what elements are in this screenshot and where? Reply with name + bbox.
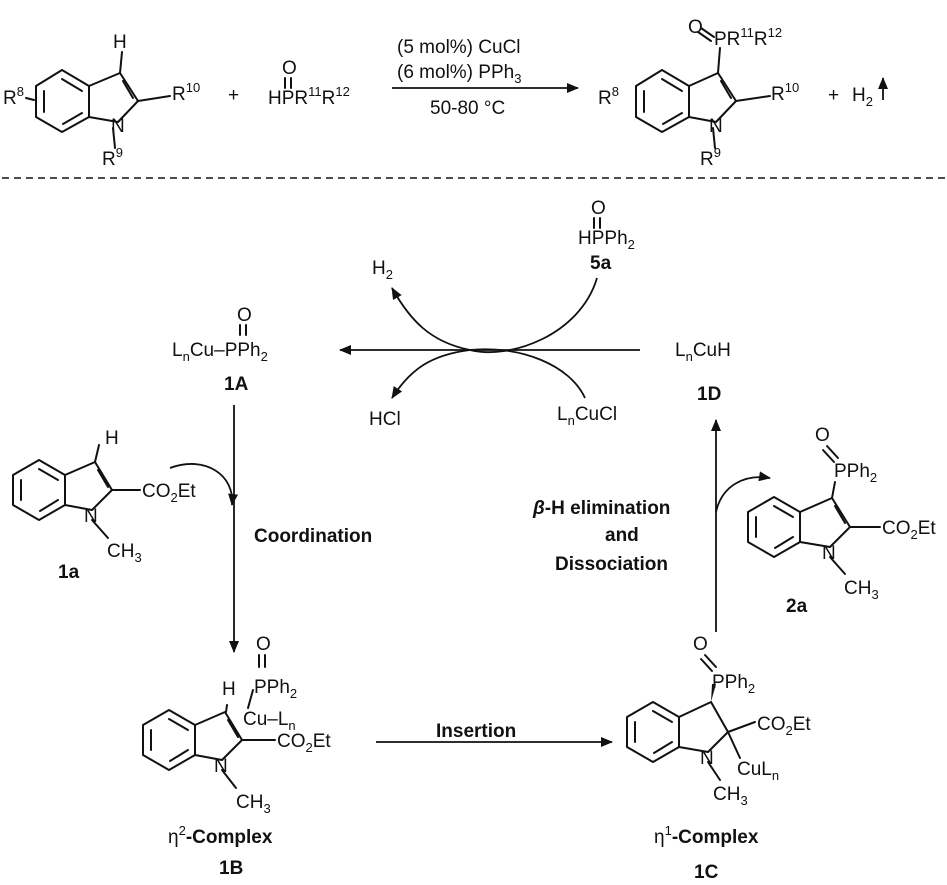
reaction-conditions: (5 mol%) CuCl (6 mol%) PPh3 50-80 °C (392, 37, 579, 119)
svg-text:O: O (591, 198, 606, 219)
label-1B: 1B (219, 858, 243, 879)
substrate-1a: H CO2Et N CH3 1a (12, 428, 196, 583)
svg-text:LnCu–PPh2: LnCu–PPh2 (172, 340, 268, 364)
substrate-entry-arrow (169, 463, 239, 506)
r10-label: R10 (172, 80, 200, 105)
product-r9: R9 (700, 145, 721, 170)
svg-text:CO2Et: CO2Et (757, 714, 811, 738)
label-1D: 1D (697, 384, 721, 405)
svg-text:HPPh2: HPPh2 (578, 228, 635, 252)
phosphine-oxide-reagent: O HPR11R12 (268, 58, 350, 109)
reactant-indole: H N R8 R10 R9 (3, 32, 200, 170)
step-insertion: Insertion (436, 721, 516, 742)
product-oxygen: O (688, 17, 703, 38)
label-1A: 1A (224, 374, 249, 395)
r9-label: R9 (102, 145, 123, 170)
product-release-arrow (715, 471, 771, 513)
svg-text:CO2Et: CO2Et (277, 731, 331, 755)
plus-sign-2: + (828, 85, 839, 106)
svg-text:Cu–Ln: Cu–Ln (243, 709, 296, 733)
label-2a: 2a (786, 596, 808, 617)
svg-text:O: O (693, 634, 708, 655)
step-and: and (605, 525, 639, 546)
product-indole: O PR11R12 R8 R10 N R9 (598, 17, 799, 170)
complex-1B-name: η2-Complex (168, 823, 273, 848)
condition-ligand: (6 mol%) PPh3 (397, 62, 521, 86)
svg-text:PPh2: PPh2 (712, 672, 755, 696)
svg-text:O: O (815, 425, 830, 446)
oxygen-atom: O (282, 58, 297, 79)
svg-text:CO2Et: CO2Et (882, 518, 936, 542)
curved-arrow-lower (391, 348, 586, 399)
svg-text:CH3: CH3 (713, 784, 748, 808)
hydrogen-byproduct: H2 (852, 77, 888, 109)
condition-temperature: 50-80 °C (430, 98, 505, 119)
reagent-5a: O HPPh2 5a (578, 198, 635, 274)
svg-text:CuLn: CuLn (737, 759, 779, 783)
plus-sign-1: + (228, 85, 239, 106)
phosphine-oxide-formula: HPR11R12 (268, 84, 350, 109)
product-r10: R10 (771, 80, 799, 105)
svg-text:CH3: CH3 (236, 792, 271, 816)
product-2a: O PPh2 CO2Et N CH3 2a (747, 425, 936, 617)
step-coordination: Coordination (254, 526, 372, 547)
svg-text:N: N (822, 543, 836, 564)
atom-h: H (113, 32, 127, 53)
svg-text:H2: H2 (852, 85, 873, 109)
atom-n: N (111, 116, 125, 137)
product-n: N (709, 116, 723, 137)
species-1A: O LnCu–PPh2 1A (172, 305, 268, 395)
svg-text:CH3: CH3 (844, 578, 879, 602)
lncucl-reagent: LnCuCl (557, 404, 617, 428)
svg-text:H: H (222, 679, 236, 700)
svg-text:N: N (700, 748, 714, 769)
step-dissociation: Dissociation (555, 554, 668, 575)
complex-1C: O PPh2 CO2Et N CuLn CH3 η1-Complex 1C (626, 634, 811, 883)
lncuh-species: LnCuH (675, 340, 731, 364)
hcl-byproduct: HCl (369, 409, 401, 430)
r8-label: R8 (3, 84, 24, 109)
condition-catalyst: (5 mol%) CuCl (397, 37, 521, 58)
product-phosphoryl: PR11R12 (714, 25, 782, 50)
svg-text:PPh2: PPh2 (834, 461, 877, 485)
h2-release: H2 (372, 258, 393, 282)
svg-text:CO2Et: CO2Et (142, 481, 196, 505)
label-5a: 5a (590, 253, 612, 274)
svg-text:PPh2: PPh2 (254, 677, 297, 701)
label-1a: 1a (58, 562, 80, 583)
svg-text:N: N (84, 506, 98, 527)
label-1C: 1C (694, 862, 719, 883)
complex-1C-name: η1-Complex (654, 823, 759, 848)
svg-text:CH3: CH3 (107, 541, 142, 565)
svg-text:O: O (237, 305, 252, 326)
product-r8: R8 (598, 84, 619, 109)
svg-text:N: N (214, 756, 228, 777)
svg-text:H: H (105, 428, 119, 449)
svg-text:O: O (256, 634, 271, 655)
complex-1B: O PPh2 H Cu–Ln CO2Et N CH3 η2-Complex 1B (142, 634, 331, 879)
curved-arrow-upper (391, 277, 598, 354)
step-beta-elimination: β-H elimination (532, 498, 670, 519)
